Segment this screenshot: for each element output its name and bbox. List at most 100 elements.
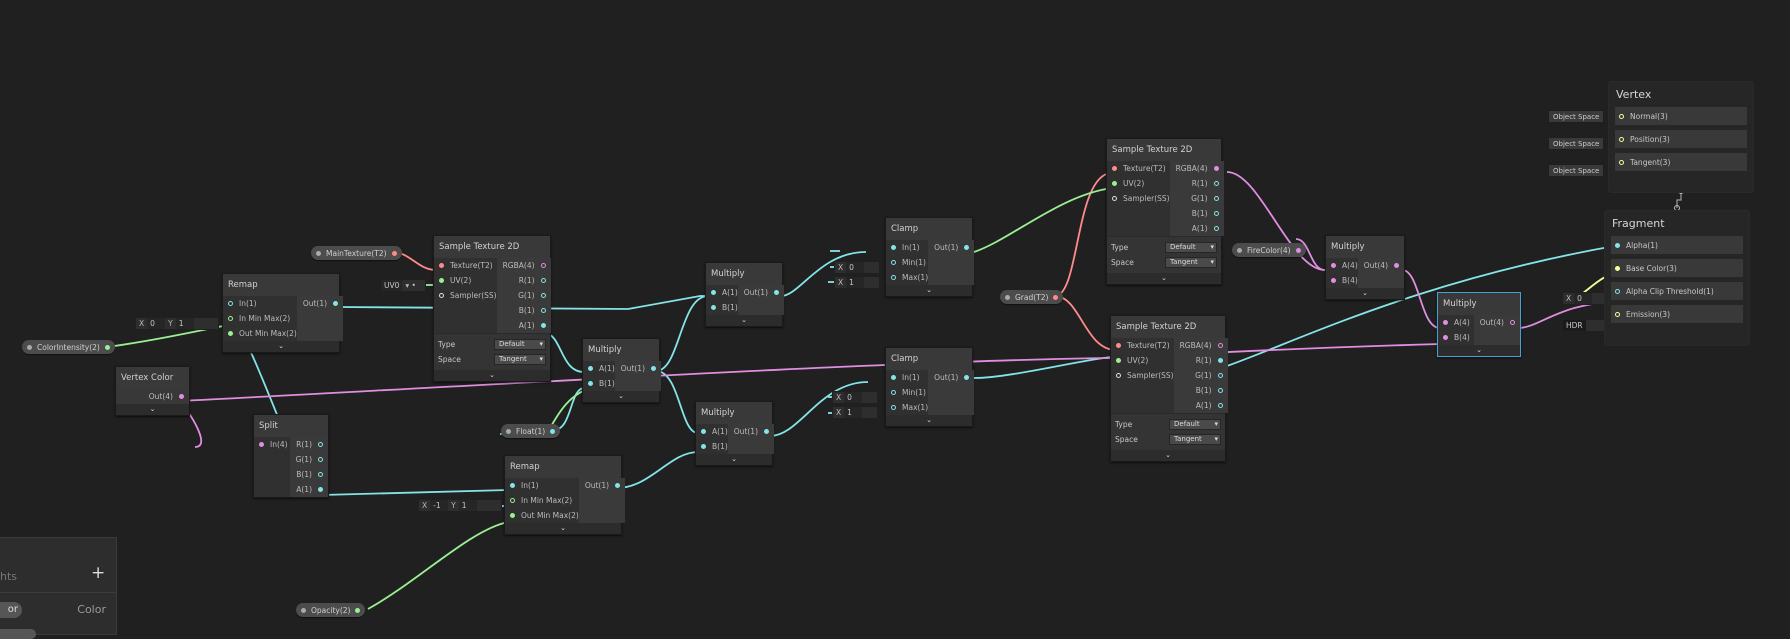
input-port[interactable]: Texture(T2) bbox=[1111, 338, 1174, 353]
input-port[interactable]: Sampler(SS) bbox=[1111, 368, 1174, 383]
output-port[interactable]: Out(1) bbox=[728, 424, 774, 439]
space-dropdown[interactable]: Tangent bbox=[1169, 434, 1221, 445]
blackboard-panel[interactable]: hts + or Color bbox=[0, 537, 117, 639]
type-dropdown[interactable]: Default bbox=[1169, 419, 1221, 430]
output-port[interactable]: G(1) bbox=[1174, 368, 1228, 383]
input-port[interactable]: B(4) bbox=[1326, 273, 1358, 288]
vertex-color-node[interactable]: Vertex Color Out(4) ⌄ bbox=[115, 366, 190, 416]
space-dropdown[interactable]: Tangent bbox=[494, 354, 546, 365]
chevron-down-icon[interactable]: ⌄ bbox=[434, 370, 550, 381]
fragment-context[interactable]: Fragment Alpha(1) Base Color(3) Alpha Cl… bbox=[1604, 210, 1750, 346]
sample-texture-2d-node[interactable]: Sample Texture 2D Texture(T2) UV(2) Samp… bbox=[433, 235, 551, 382]
x-value[interactable]: 0 bbox=[844, 392, 863, 403]
output-port[interactable]: Out(1) bbox=[579, 478, 625, 493]
vertex-tangent-port[interactable]: Tangent(3) bbox=[1615, 153, 1747, 171]
output-port[interactable]: R(1) bbox=[290, 437, 328, 452]
output-port[interactable]: R(1) bbox=[1174, 353, 1228, 368]
chevron-down-icon[interactable]: ⌄ bbox=[223, 341, 339, 352]
output-port[interactable]: G(1) bbox=[1170, 191, 1224, 206]
chevron-down-icon[interactable]: ⌄ bbox=[583, 391, 659, 402]
input-port[interactable]: Min(1) bbox=[886, 385, 928, 400]
multiply-node[interactable]: Multiply A(1) B(1) Out(1) ⌄ bbox=[695, 401, 775, 466]
input-port[interactable]: Out Min Max(2) bbox=[505, 508, 579, 523]
output-port[interactable]: B(1) bbox=[1174, 383, 1228, 398]
hdr-color-field[interactable]: HDR bbox=[1562, 319, 1608, 332]
input-port[interactable]: In(1) bbox=[886, 370, 928, 385]
multiply-node[interactable]: Multiply A(1) B(1) Out(1) ⌄ bbox=[582, 338, 662, 403]
type-dropdown[interactable]: Default bbox=[494, 339, 546, 350]
chevron-down-icon[interactable]: ⌄ bbox=[706, 315, 782, 326]
input-port[interactable]: UV(2) bbox=[434, 273, 497, 288]
property-row-pill[interactable] bbox=[0, 629, 36, 639]
chevron-down-icon[interactable]: ⌄ bbox=[1326, 288, 1404, 299]
input-port[interactable]: UV(2) bbox=[1107, 176, 1170, 191]
x-value[interactable]: 0 bbox=[846, 262, 865, 273]
input-port[interactable]: In(1) bbox=[223, 296, 297, 311]
input-port[interactable]: B(1) bbox=[696, 439, 728, 454]
output-port[interactable]: A(1) bbox=[290, 482, 328, 497]
input-port[interactable]: UV(2) bbox=[1111, 353, 1174, 368]
property-fire-color[interactable]: FireColor(4) bbox=[1232, 243, 1306, 257]
remap-node[interactable]: Remap In(1) In Min Max(2) Out Min Max(2)… bbox=[222, 273, 344, 353]
object-space-field[interactable]: Object Space bbox=[1548, 164, 1605, 177]
input-port[interactable]: In(4) bbox=[254, 437, 290, 452]
chevron-down-icon[interactable]: ⌄ bbox=[886, 415, 972, 426]
chevron-down-icon[interactable]: ⌄ bbox=[1107, 273, 1221, 284]
chevron-down-icon[interactable]: ⌄ bbox=[886, 285, 972, 296]
clamp-node[interactable]: Clamp In(1) Min(1) Max(1) Out(1) ⌄ bbox=[885, 217, 975, 297]
object-space-field[interactable]: Object Space bbox=[1548, 137, 1605, 150]
output-port[interactable]: RGBA(4) bbox=[1174, 338, 1228, 353]
input-port[interactable]: In(1) bbox=[886, 240, 928, 255]
x-value[interactable]: 0 bbox=[1574, 293, 1593, 304]
multiply-node-selected[interactable]: Multiply A(4) B(4) Out(4) ⌄ bbox=[1437, 292, 1521, 357]
type-dropdown[interactable]: Default bbox=[1165, 242, 1217, 253]
output-port[interactable]: Out(1) bbox=[928, 370, 974, 385]
fragment-base-color-port[interactable]: Base Color(3) bbox=[1611, 259, 1743, 277]
object-space-field[interactable]: Object Space bbox=[1548, 110, 1605, 123]
x-value[interactable]: -1 bbox=[430, 500, 449, 511]
input-port[interactable]: A(1) bbox=[706, 285, 738, 300]
output-port[interactable]: R(1) bbox=[497, 273, 551, 288]
output-port[interactable]: G(1) bbox=[497, 288, 551, 303]
add-property-button[interactable]: + bbox=[91, 563, 106, 583]
property-main-texture[interactable]: MainTexture(T2) bbox=[311, 246, 402, 260]
y-value[interactable]: 1 bbox=[175, 318, 194, 329]
input-port[interactable]: Sampler(SS) bbox=[434, 288, 497, 303]
input-port[interactable]: B(4) bbox=[1438, 330, 1474, 345]
input-port[interactable]: Max(1) bbox=[886, 270, 928, 285]
fragment-emission-port[interactable]: Emission(3) bbox=[1611, 305, 1743, 323]
multiply-node[interactable]: Multiply A(1) B(1) Out(1) ⌄ bbox=[705, 262, 785, 327]
input-port[interactable]: Texture(T2) bbox=[1107, 161, 1170, 176]
output-port[interactable]: Out(1) bbox=[928, 240, 974, 255]
output-port[interactable]: Out(1) bbox=[738, 285, 784, 300]
output-port[interactable]: B(1) bbox=[1170, 206, 1224, 221]
chevron-down-icon[interactable]: ⌄ bbox=[505, 523, 621, 534]
output-port[interactable]: Out(4) bbox=[143, 389, 189, 404]
property-float[interactable]: Float(1) bbox=[501, 424, 561, 438]
chevron-down-icon[interactable]: ⌄ bbox=[116, 404, 189, 415]
property-opacity[interactable]: Opacity(2) bbox=[296, 603, 366, 617]
input-port[interactable]: In Min Max(2) bbox=[505, 493, 579, 508]
output-port[interactable]: A(1) bbox=[497, 318, 551, 333]
input-port[interactable]: A(4) bbox=[1326, 258, 1358, 273]
input-port[interactable]: In(1) bbox=[505, 478, 579, 493]
chevron-down-icon[interactable]: ⌄ bbox=[696, 454, 772, 465]
x-value[interactable]: 1 bbox=[844, 407, 863, 418]
vertex-context[interactable]: Vertex Normal(3) Position(3) Tangent(3) bbox=[1608, 81, 1754, 193]
fragment-alpha-port[interactable]: Alpha(1) bbox=[1611, 236, 1743, 254]
remap-node[interactable]: Remap In(1) In Min Max(2) Out Min Max(2)… bbox=[504, 455, 626, 535]
property-grad[interactable]: Grad(T2) bbox=[1000, 290, 1064, 304]
uv-channel-dropdown[interactable]: UV0 ▾ • bbox=[380, 279, 426, 292]
output-port[interactable]: A(1) bbox=[1170, 221, 1224, 236]
input-port[interactable]: A(4) bbox=[1438, 315, 1474, 330]
output-port[interactable]: Out(4) bbox=[1358, 258, 1404, 273]
output-port[interactable]: B(1) bbox=[497, 303, 551, 318]
multiply-node[interactable]: Multiply A(4) B(4) Out(4) ⌄ bbox=[1325, 235, 1405, 300]
vertex-position-port[interactable]: Position(3) bbox=[1615, 130, 1747, 148]
